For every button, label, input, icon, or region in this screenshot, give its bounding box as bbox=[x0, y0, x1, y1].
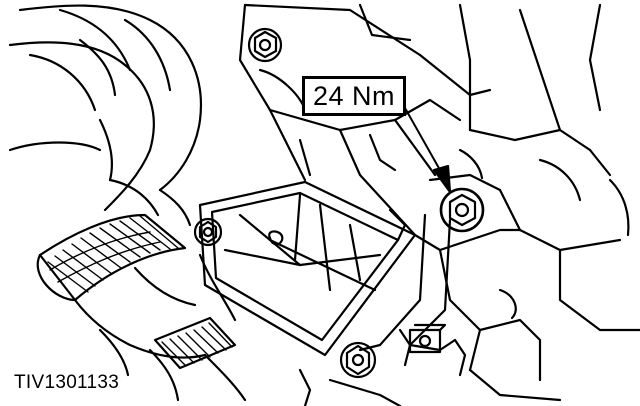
bolt-lower-right bbox=[410, 325, 445, 352]
bolt-torque-target bbox=[441, 189, 483, 231]
torque-callout-label: 24 Nm bbox=[302, 76, 406, 116]
bolt-top-left bbox=[249, 29, 281, 61]
bracket-plate bbox=[200, 182, 415, 355]
bolt-bottom bbox=[341, 343, 375, 377]
hose-clamp-left bbox=[38, 215, 185, 300]
bolt-left bbox=[195, 219, 221, 245]
callout-leader bbox=[405, 108, 450, 192]
hose-clamp-lower bbox=[155, 318, 235, 368]
engine-casting-right bbox=[415, 5, 640, 400]
hose-upper bbox=[10, 6, 201, 225]
figure-id-label: TIV1301133 bbox=[14, 372, 120, 393]
